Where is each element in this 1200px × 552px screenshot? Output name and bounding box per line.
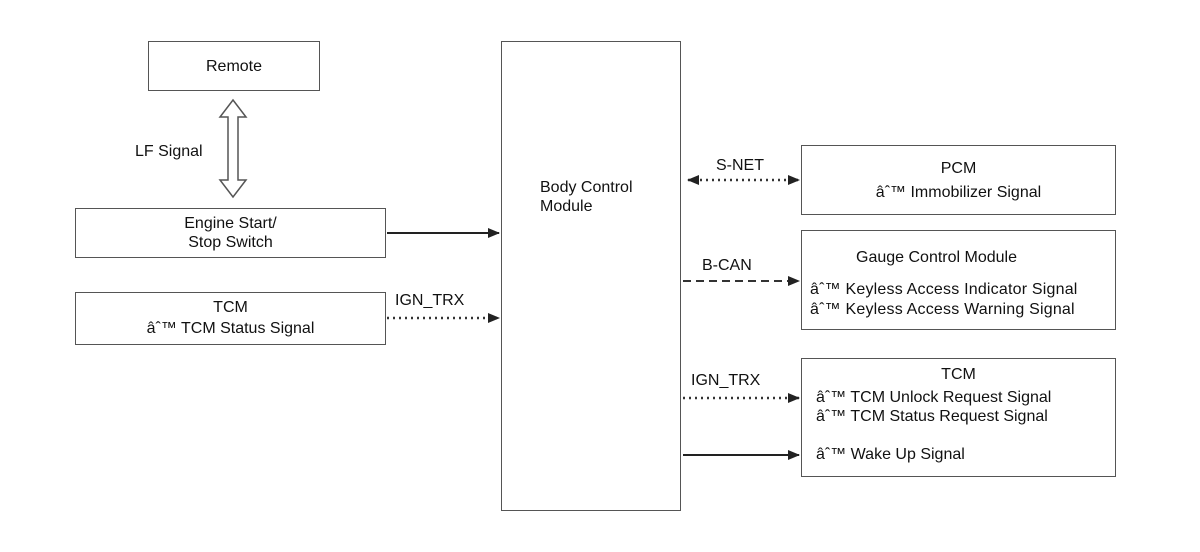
tcm-left-signal: âˆ™ TCM Status Signal [146, 320, 315, 337]
engine-switch-line2: Stop Switch [188, 234, 273, 251]
gauge-signal2: âˆ™ Keyless Access Warning Signal [810, 301, 1075, 318]
gauge-title: Gauge Control Module [856, 249, 1017, 266]
pcm-title: PCM [940, 160, 977, 177]
tcm-left-box: TCM âˆ™ TCM Status Signal [75, 292, 386, 345]
tcm-right-box: TCM âˆ™ TCM Unlock Request Signal âˆ™ TC… [801, 358, 1116, 477]
pcm-signal: âˆ™ Immobilizer Signal [875, 184, 1042, 201]
tcm-left-title: TCM [213, 299, 248, 316]
remote-title: Remote [205, 58, 263, 75]
lf-signal-double-arrow [218, 98, 248, 199]
pcm-box: PCM âˆ™ Immobilizer Signal [801, 145, 1116, 215]
bcm-box: Body Control Module [501, 41, 681, 511]
tcm-right-signal3: âˆ™ Wake Up Signal [816, 446, 965, 463]
gauge-signal1: âˆ™ Keyless Access Indicator Signal [810, 281, 1078, 298]
remote-box: Remote [148, 41, 320, 91]
ign-trx-left-label: IGN_TRX [395, 292, 465, 309]
tcm-right-signal1: âˆ™ TCM Unlock Request Signal [816, 389, 1052, 406]
bcan-label: B-CAN [702, 257, 752, 274]
engine-switch-line1: Engine Start/ [184, 215, 277, 232]
lf-signal-label: LF Signal [135, 143, 203, 160]
bcm-line2: Module [540, 198, 593, 215]
snet-label: S-NET [716, 157, 764, 174]
tcm-right-title: TCM [941, 366, 976, 383]
tcm-right-signal2: âˆ™ TCM Status Request Signal [816, 408, 1048, 425]
engine-switch-box: Engine Start/ Stop Switch [75, 208, 386, 258]
ign-trx-right-label: IGN_TRX [691, 372, 761, 389]
gauge-box: Gauge Control Module âˆ™ Keyless Access … [801, 230, 1116, 330]
bcm-line1: Body Control [540, 179, 633, 196]
